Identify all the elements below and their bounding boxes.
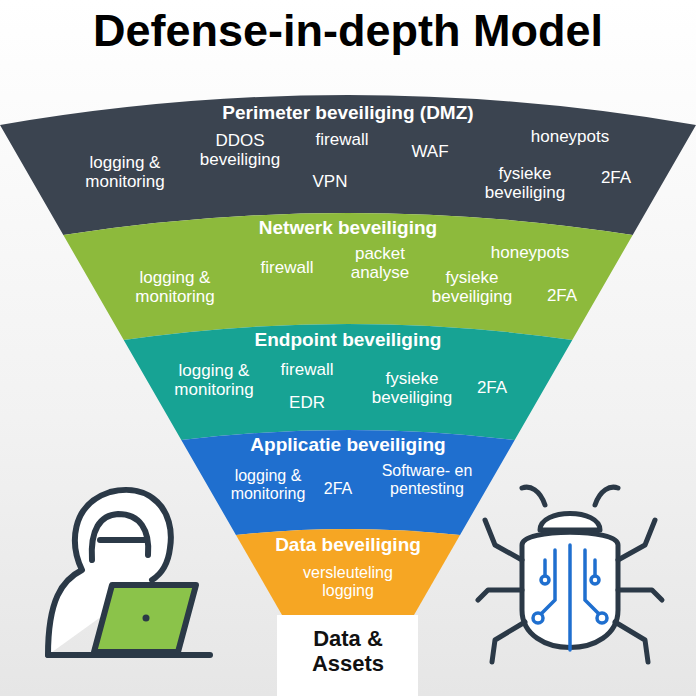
band-fill [181,430,514,535]
band-item: 2FA [601,168,631,187]
band-heading: Endpoint beveiliging [255,329,442,350]
band-item: 2FA [547,286,577,305]
band-item: honeypots [531,127,609,146]
core-box: Data & Assets [277,615,418,696]
band-item: EDR [289,393,325,412]
band-item: DDOS beveiliging [190,131,290,169]
band-item: logging & monitoring [75,153,175,191]
funnel-band: Applicatie beveiliging logging & monitori… [0,430,696,535]
band-item: 2FA [477,378,507,397]
band-heading: Applicatie beveiliging [250,434,445,455]
band-item: logging & monitoring [220,467,316,503]
hacker-illustration [48,490,200,655]
laptop-illustration [80,585,210,655]
band-item: 2FA [324,480,352,498]
band-item: logging & monitoring [125,268,225,306]
bug-illustration [478,487,662,662]
band-item: Software- en pentesting [371,462,483,498]
band-item: honeypots [491,243,569,262]
band-item: versleuteling logging [292,564,404,600]
band-item: fysieke beveiliging [475,164,575,202]
band-item: firewall [281,360,334,379]
band-heading: Perimeter beveiliging (DMZ) [222,102,473,123]
funnel-band: Endpoint beveiliging logging & monitoring… [0,324,696,440]
bug-circuit [533,545,607,650]
funnel-band: Data beveiliging versleuteling logging [0,529,696,615]
band-item: fysieke beveiliging [362,369,462,407]
band-item: fysieke beveiliging [422,268,522,306]
band-fill [124,324,573,440]
band-item: firewall [261,258,314,277]
band-fill [236,529,460,615]
band-item: WAF [411,142,448,161]
band-item: logging & monitoring [164,361,264,399]
band-item: VPN [313,172,348,191]
band-heading: Data & Assets [283,627,413,676]
band-item: packet analyse [341,244,419,282]
band-heading: Netwerk beveiliging [259,217,437,238]
band-item: firewall [316,130,369,149]
diagram-title: Defense-in-depth Model [0,4,696,58]
funnel-band: Netwerk beveiliging logging & monitoring f… [0,213,696,340]
band-fill [63,213,632,340]
band-heading: Data beveiliging [275,534,421,555]
